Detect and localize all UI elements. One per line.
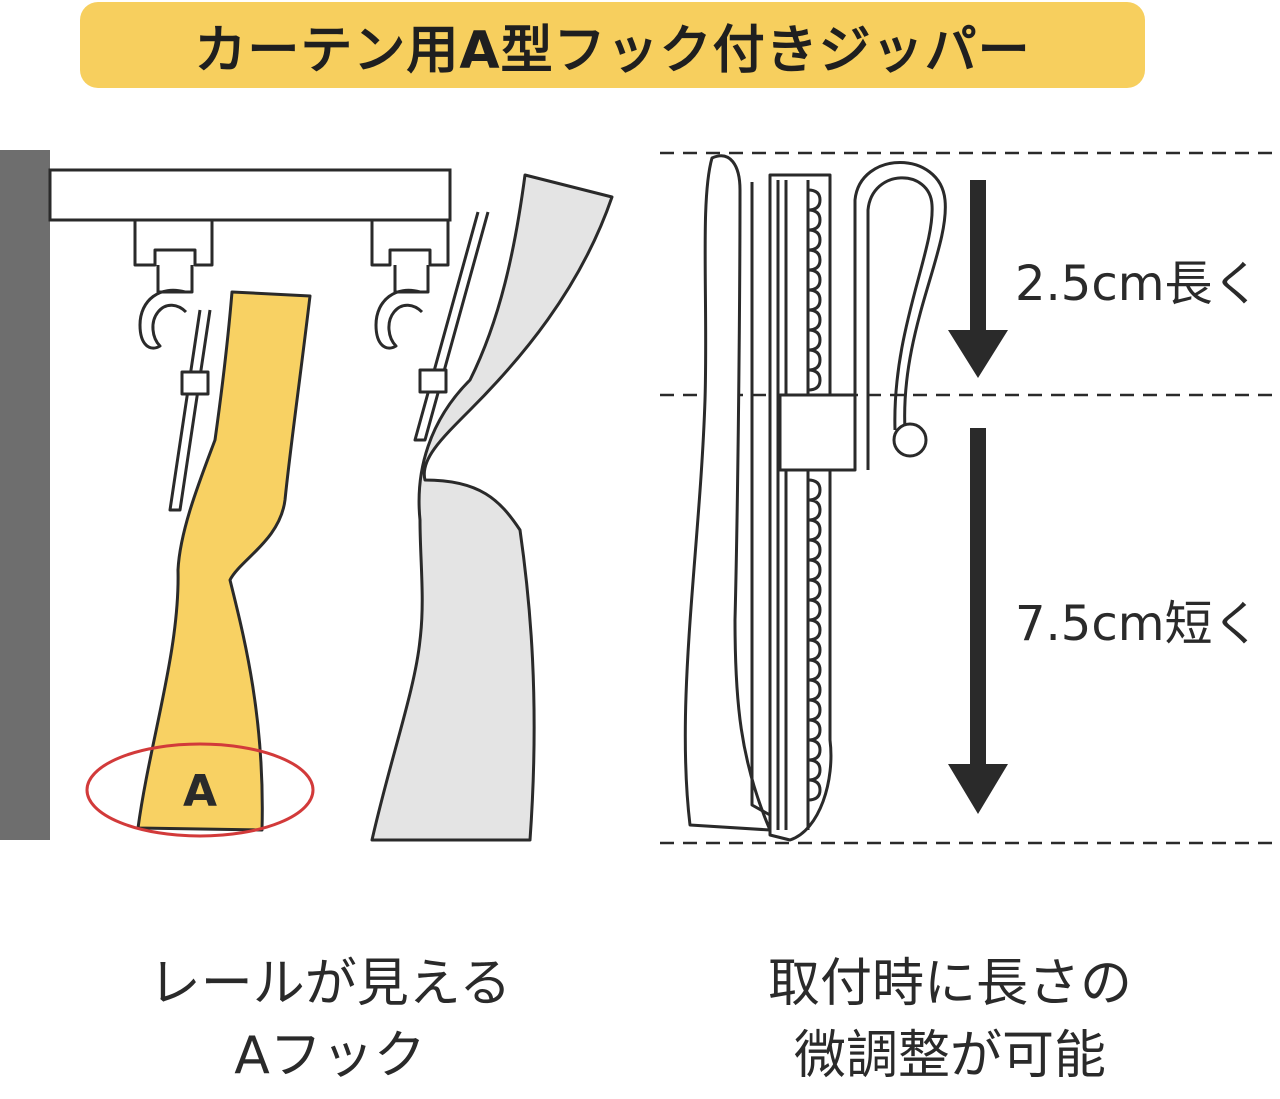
arrow-down-lower xyxy=(948,428,1008,814)
hook-marker-label: A xyxy=(183,766,217,817)
page-title: カーテン用A型フック付きジッパー xyxy=(194,20,1031,81)
arrow-down-upper xyxy=(948,180,1008,378)
a-hook-highlight-ring xyxy=(85,742,315,838)
measure-up-label: 2.5cm長く xyxy=(1015,256,1261,312)
gray-curtain xyxy=(370,173,614,842)
curtain-rail xyxy=(48,168,452,222)
title-banner: カーテン用A型フック付きジッパー xyxy=(80,2,1145,88)
caption-right-line-2: 微調整が可能 xyxy=(793,1026,1106,1086)
adjustable-hook-tape xyxy=(683,154,947,842)
a-hook-wire xyxy=(168,309,212,512)
yellow-curtain xyxy=(136,290,312,832)
rail-runner-right xyxy=(370,220,450,350)
rail-runner-left xyxy=(133,220,214,350)
caption-left-line-1: レールが見える xyxy=(148,954,512,1014)
measure-down-label: 7.5cm短く xyxy=(1015,596,1261,652)
caption-right-line-1: 取付時に長さの xyxy=(767,954,1132,1014)
hook-wire-right xyxy=(413,211,490,442)
wall xyxy=(0,150,50,840)
measure-guide-lines xyxy=(660,151,1280,845)
caption-fine-adjust: 取付時に長さの 微調整が可能 xyxy=(690,948,1210,1092)
caption-left-line-2: Aフック xyxy=(234,1026,426,1086)
caption-rail-visible: レールが見える Aフック xyxy=(60,948,600,1092)
